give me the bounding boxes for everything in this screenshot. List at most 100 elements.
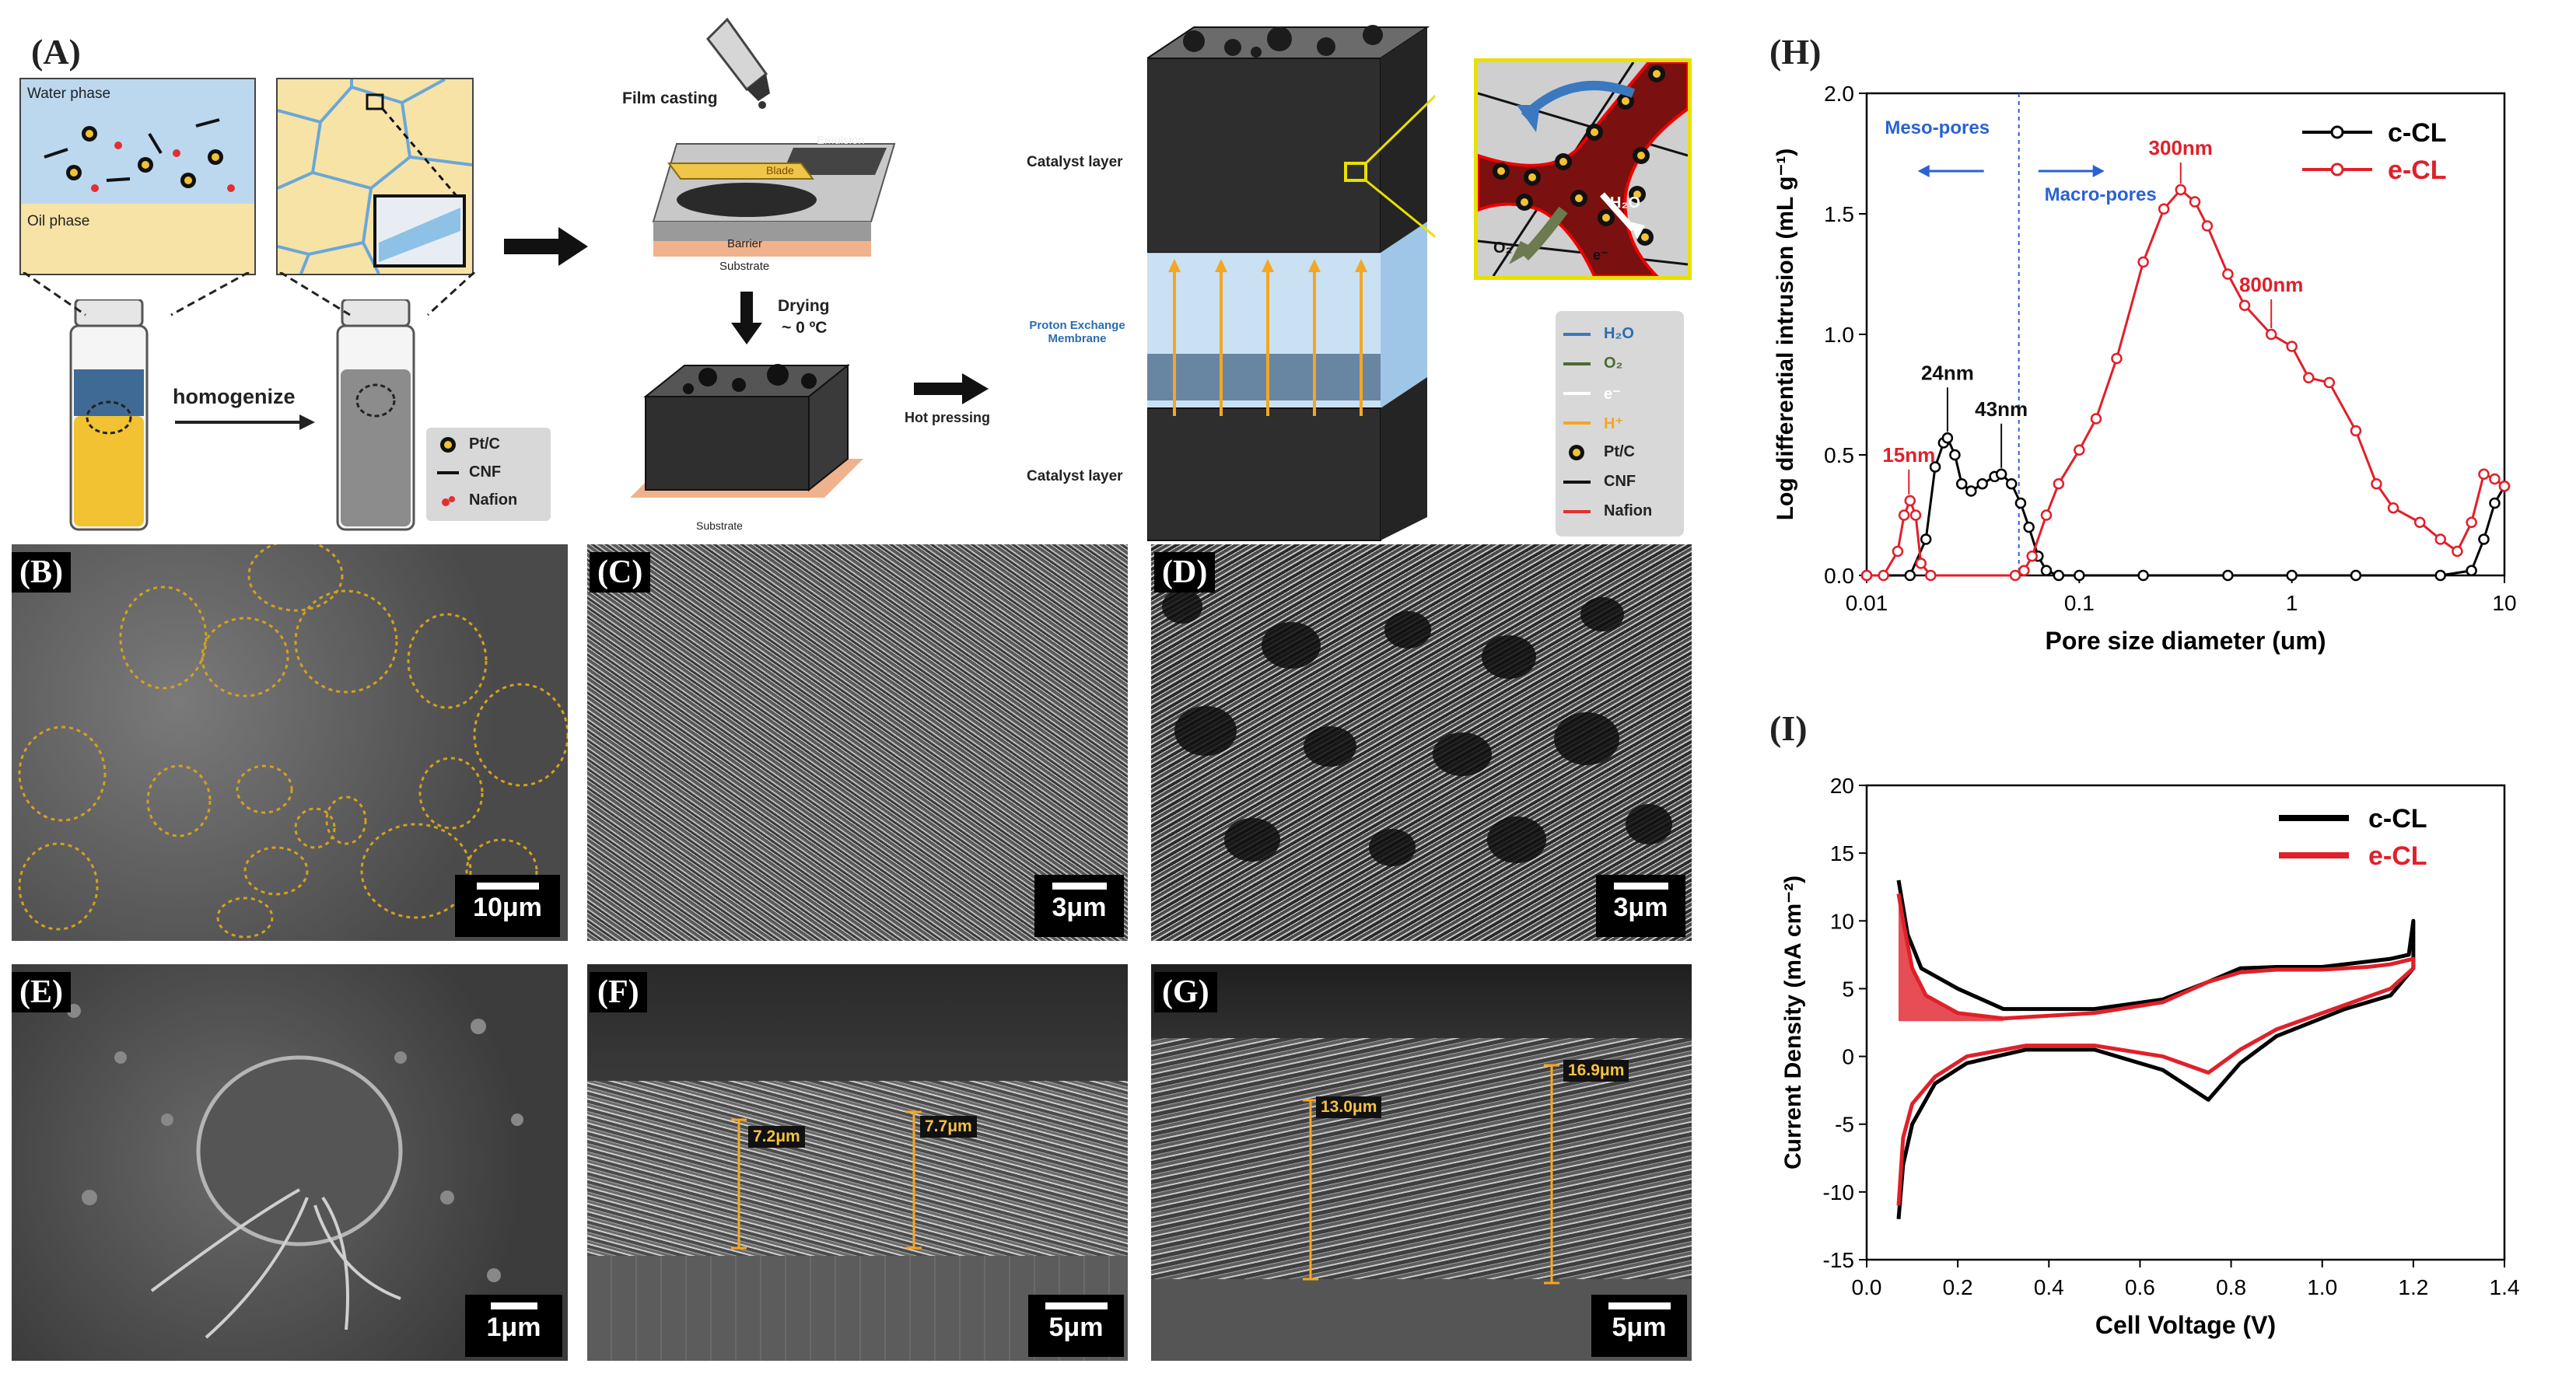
panel-label-g: (G) bbox=[1154, 972, 1217, 1012]
chart-h-point-e-CL bbox=[2189, 196, 2201, 208]
chart-h-point-e-CL bbox=[2489, 473, 2501, 485]
oil-phase-region bbox=[21, 204, 254, 274]
legend-right-box: H₂O O₂ e⁻ H⁺ Pt/C CNF Nafion bbox=[1556, 311, 1684, 537]
chart-i-xtick-label: 0.2 bbox=[1943, 1275, 1973, 1299]
chart-h-point-e-CL bbox=[2452, 545, 2463, 558]
chart-i-line-e-CL bbox=[1896, 893, 2416, 1206]
chart-i-ytick-label: 0 bbox=[1842, 1045, 1854, 1069]
chart-i-line-c-CL bbox=[1896, 879, 2416, 1219]
hot-pressing-arrow bbox=[914, 373, 989, 404]
chart-h-ytick-label: 2.0 bbox=[1824, 82, 1854, 106]
chart-h-point-c-CL bbox=[1976, 477, 1988, 490]
chart-h-line-c-CL bbox=[1867, 435, 2506, 577]
chart-h-point-e-CL bbox=[1915, 558, 1927, 569]
chart-i-xtick-label: 0.4 bbox=[2034, 1275, 2064, 1299]
chart-h-point-c-CL bbox=[1929, 461, 1941, 473]
chart-h-point-c-CL bbox=[2350, 569, 2362, 582]
chart-h-legend-label: c-CL bbox=[2388, 118, 2447, 148]
chart-i-xlabel: Cell Voltage (V) bbox=[2095, 1311, 2276, 1339]
sem-f-catalyst-layer bbox=[587, 1081, 1128, 1256]
chart-h-point-e-CL bbox=[2026, 550, 2038, 562]
sem-f-background bbox=[587, 964, 1128, 1089]
chart-i-xtick-label: 0.8 bbox=[2216, 1275, 2246, 1299]
scalebar-c: 3μm bbox=[1034, 875, 1124, 937]
scalebar-b: 10μm bbox=[455, 875, 560, 937]
chart-h-meso-label: Meso-pores bbox=[1885, 117, 1990, 138]
macro-arrowhead bbox=[2092, 165, 2105, 177]
chart-i-ytick-label: -10 bbox=[1823, 1180, 1854, 1204]
chart-h-point-e-CL bbox=[2350, 425, 2362, 437]
chart-h-point-e-CL bbox=[2478, 468, 2490, 481]
hot-pressing-label: Hot pressing bbox=[905, 410, 991, 425]
chart-h-point-e-CL bbox=[2009, 569, 2021, 582]
chart-h-point-c-CL bbox=[2434, 569, 2446, 582]
g-thickness-2: 16.9μm bbox=[1563, 1060, 1629, 1082]
blade-label: Blade bbox=[766, 164, 794, 177]
sem-image-c bbox=[587, 544, 1128, 941]
water-oil-box: Water phase Oil phase bbox=[19, 78, 256, 275]
chart-i-ytick-label: 20 bbox=[1830, 774, 1854, 798]
chart-h-point-c-CL bbox=[1995, 468, 2007, 481]
chart-h-point-c-CL bbox=[2286, 569, 2298, 582]
sem-image-b bbox=[12, 544, 568, 941]
chart-i-xtick-label: 0.6 bbox=[2125, 1275, 2155, 1299]
drying-temp-label: ~ 0 ºC bbox=[782, 319, 828, 337]
chart-h-legend-label: e-CL bbox=[2388, 156, 2447, 185]
vial-before bbox=[66, 298, 152, 533]
chart-h-point-e-CL bbox=[1925, 569, 1937, 582]
chart-h-point-e-CL bbox=[2413, 516, 2426, 529]
chart-h-point-e-CL bbox=[1860, 569, 1873, 582]
zoom-e-label: e⁻ bbox=[1593, 247, 1608, 263]
chart-h-point-e-CL bbox=[2158, 203, 2170, 215]
chart-h-point-e-CL bbox=[2040, 509, 2053, 521]
film-casting-label: Film casting bbox=[622, 89, 718, 107]
oil-phase-label: Oil phase bbox=[27, 213, 90, 229]
chart-h-annot-label: 300nm bbox=[2149, 136, 2213, 159]
chart-i-xtick-label: 1.4 bbox=[2490, 1275, 2520, 1299]
water-phase-region bbox=[21, 79, 254, 204]
dried-film-block bbox=[630, 363, 863, 498]
chart-h-annot-label: 24nm bbox=[1921, 361, 1974, 384]
chart-h-macro-label: Macro-pores bbox=[2045, 184, 2157, 205]
legend-left-box: Pt/C CNF Nafion bbox=[426, 428, 551, 521]
water-phase-label: Water phase bbox=[27, 86, 111, 102]
chart-h-xtick-label: 1 bbox=[2286, 591, 2298, 615]
legend-left-item-cnf: CNF bbox=[469, 463, 502, 481]
chart-h-point-e-CL bbox=[2265, 328, 2277, 341]
water-phase-particles bbox=[44, 118, 235, 192]
chart-i-ytick-label: -15 bbox=[1823, 1248, 1854, 1272]
process-arrow-1 bbox=[504, 227, 588, 266]
chart-h-xtick-label: 0.01 bbox=[1846, 591, 1888, 615]
chart-h-point-e-CL bbox=[2466, 516, 2477, 529]
legend-left-item-nafion: Nafion bbox=[469, 491, 518, 509]
chart-h-ytick-label: 1.0 bbox=[1824, 323, 1854, 347]
scalebar-d: 3μm bbox=[1596, 875, 1685, 937]
chart-h-point-e-CL bbox=[1904, 495, 1916, 507]
chart-h-point-c-CL bbox=[2466, 565, 2477, 577]
chart-h-ytick-label: 1.5 bbox=[1824, 202, 1854, 226]
chart-h-point-e-CL bbox=[1909, 509, 1922, 521]
legend-right-item-h: H⁺ bbox=[1604, 415, 1623, 432]
chart-i-xtick-label: 1.0 bbox=[2307, 1275, 2337, 1299]
chart-h-point-c-CL bbox=[2478, 533, 2490, 545]
chart-h-xtick-label: 10 bbox=[2492, 591, 2516, 615]
chart-h-annot-label: 43nm bbox=[1975, 397, 2028, 421]
chart-h-point-e-CL bbox=[2018, 565, 2030, 577]
triple-phase-zoom-box: H₂O O₂ e⁻ bbox=[1474, 58, 1692, 280]
chart-h-point-e-CL bbox=[2371, 477, 2382, 490]
emulsion-cell-box bbox=[276, 78, 474, 275]
drying-label: Drying bbox=[778, 297, 830, 315]
legend-right-item-ptc: Pt/C bbox=[1604, 443, 1635, 460]
chart-h-point-c-CL bbox=[1920, 533, 1932, 545]
chart-h-point-e-CL bbox=[2323, 376, 2336, 389]
vial-after bbox=[333, 298, 418, 533]
homogenize-label: homogenize bbox=[173, 385, 296, 408]
barrier-label: Barrier bbox=[727, 237, 763, 250]
chart-h-point-c-CL bbox=[2014, 497, 2027, 509]
drying-arrow bbox=[731, 292, 762, 344]
panel-label-c: (C) bbox=[590, 552, 651, 593]
chart-h-point-e-CL bbox=[2201, 220, 2214, 232]
chart-h-point-c-CL bbox=[2222, 569, 2234, 582]
chart-h-xtick-label: 0.1 bbox=[2064, 591, 2095, 615]
sem-g-background bbox=[1151, 964, 1692, 1050]
